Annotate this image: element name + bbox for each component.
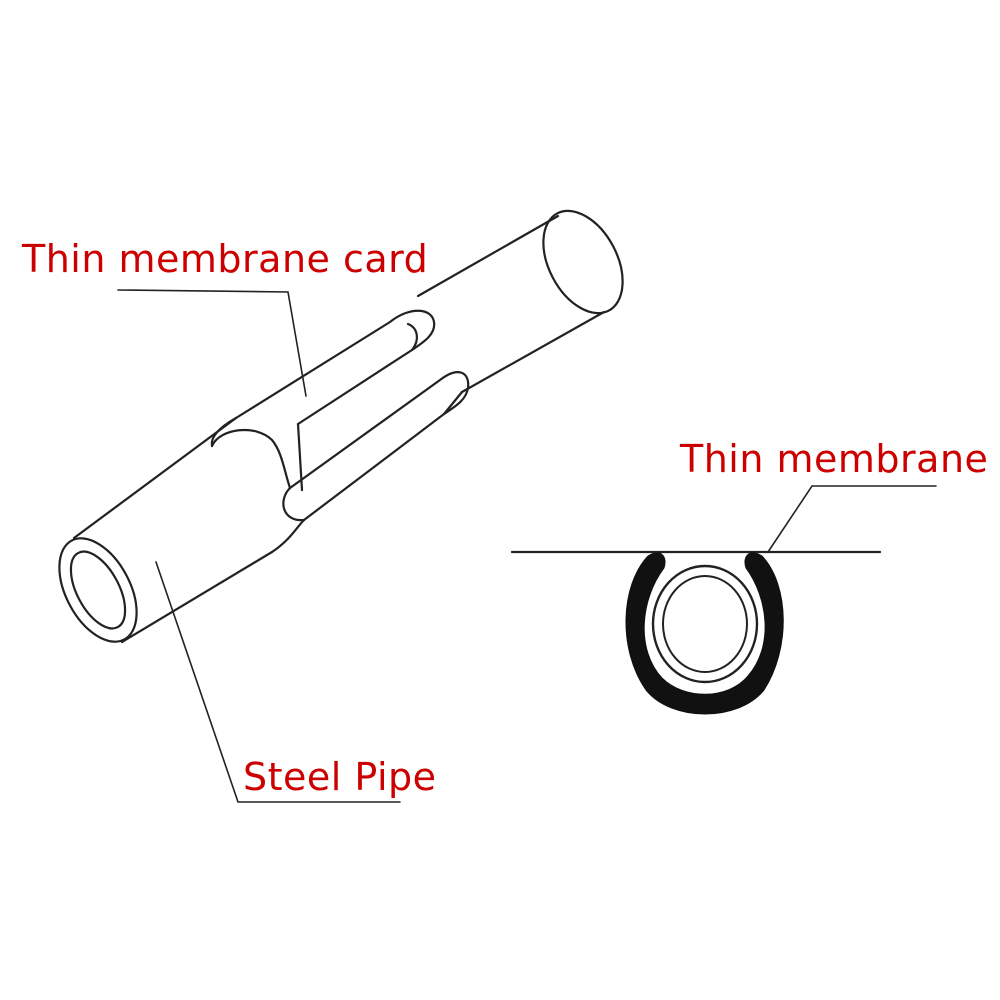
card-lower-clip <box>270 518 306 554</box>
card-upper-rib <box>234 309 436 426</box>
label-membrane: Thin membrane <box>680 437 989 481</box>
card-lower-rib-end <box>442 390 464 416</box>
card-upper-lip <box>210 416 238 448</box>
leader-membrane <box>767 485 937 553</box>
pipe-top-edge-near <box>72 416 238 540</box>
card-lower-curl <box>282 486 306 522</box>
pipe-near-end-inner <box>69 550 127 630</box>
membrane-section <box>625 552 784 715</box>
steel-pipe <box>58 209 624 644</box>
leader-card <box>117 289 307 397</box>
pipe-near-end-outer <box>58 537 138 643</box>
card-notch <box>210 428 292 490</box>
label-steel-pipe: Steel Pipe <box>243 755 437 799</box>
leader-pipe <box>155 561 401 803</box>
card-upper-rib-tip <box>406 322 418 352</box>
card-lower-rib <box>288 371 470 522</box>
membrane-card <box>210 309 470 554</box>
card-divider <box>296 422 304 492</box>
pipe-bottom-edge-near <box>120 550 274 644</box>
label-membrane-card: Thin membrane card <box>22 237 429 281</box>
cross-section <box>510 550 882 715</box>
section-pipe-inner <box>662 575 748 673</box>
pipe-top-edge-far <box>416 214 560 298</box>
pipe-bottom-edge-far <box>460 310 606 394</box>
pipe-far-end <box>542 209 624 315</box>
